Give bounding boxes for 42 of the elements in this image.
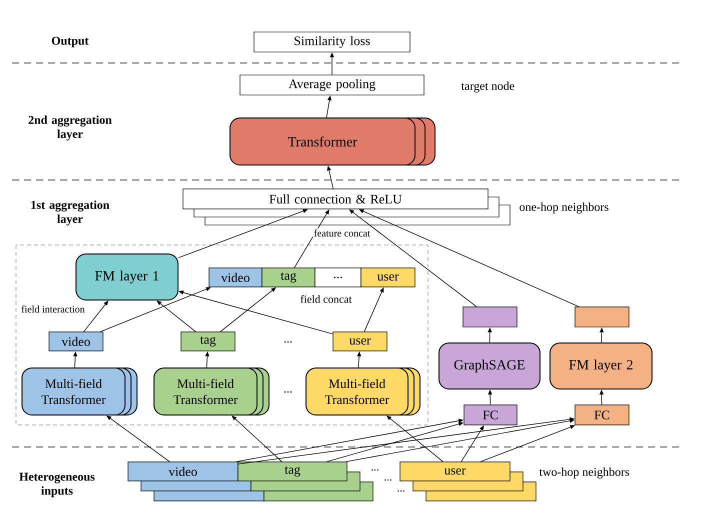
embedding-box: video bbox=[48, 332, 104, 352]
dots: ... bbox=[284, 391, 292, 393]
arrow bbox=[232, 416, 282, 462]
fc-box: FC bbox=[574, 404, 630, 426]
embedding-box bbox=[462, 306, 518, 328]
arrow bbox=[83, 300, 108, 332]
dots: ... bbox=[398, 490, 404, 492]
layer-label: Heterogeneous inputs bbox=[19, 472, 95, 498]
embedding-box: user bbox=[332, 332, 388, 352]
fm-layer-box: FM layer 1 bbox=[76, 253, 178, 300]
transformer-stack: Multi-field Transformer bbox=[22, 367, 138, 416]
field-cell: ... bbox=[314, 268, 362, 288]
fm-layer-box: FM layer 2 bbox=[550, 342, 652, 390]
field-cell: user bbox=[360, 268, 416, 288]
pooling-box: Average pooling bbox=[240, 74, 424, 96]
layer-label: 1st aggregation layer bbox=[31, 200, 110, 226]
layer-label: 2nd aggregation layer bbox=[28, 116, 112, 140]
annotation: target node bbox=[461, 82, 514, 92]
field-cell: tag bbox=[262, 268, 316, 288]
annotation: field interaction bbox=[22, 305, 85, 313]
layer-stack: Full connection & ReLU bbox=[182, 188, 510, 226]
layer-label: Output bbox=[52, 36, 89, 48]
annotation: one-hop neighbors bbox=[520, 202, 608, 214]
output-box: Similarity loss bbox=[254, 32, 410, 52]
dots: ... bbox=[372, 469, 378, 471]
annotation: feature concat bbox=[312, 228, 372, 238]
fc-box: FC bbox=[464, 404, 518, 426]
node-label: Full connection & ReLU bbox=[269, 194, 402, 204]
embedding-box bbox=[574, 306, 630, 328]
dots: ... bbox=[384, 479, 392, 481]
transformer-stack: Transformer bbox=[230, 118, 436, 166]
embedding-box: tag bbox=[180, 332, 236, 352]
field-cell: video bbox=[208, 268, 262, 288]
input-stack: tag bbox=[238, 462, 374, 502]
node-label: tag bbox=[284, 466, 300, 477]
arrow bbox=[156, 300, 196, 332]
transformer-stack: Multi-field Transformer bbox=[306, 367, 420, 416]
annotation: field concat bbox=[300, 295, 352, 303]
graphsage-box: GraphSAGE bbox=[438, 342, 540, 390]
dots: ... bbox=[284, 341, 292, 343]
node-label: user bbox=[444, 468, 466, 475]
transformer-stack: Multi-field Transformer bbox=[154, 367, 270, 416]
